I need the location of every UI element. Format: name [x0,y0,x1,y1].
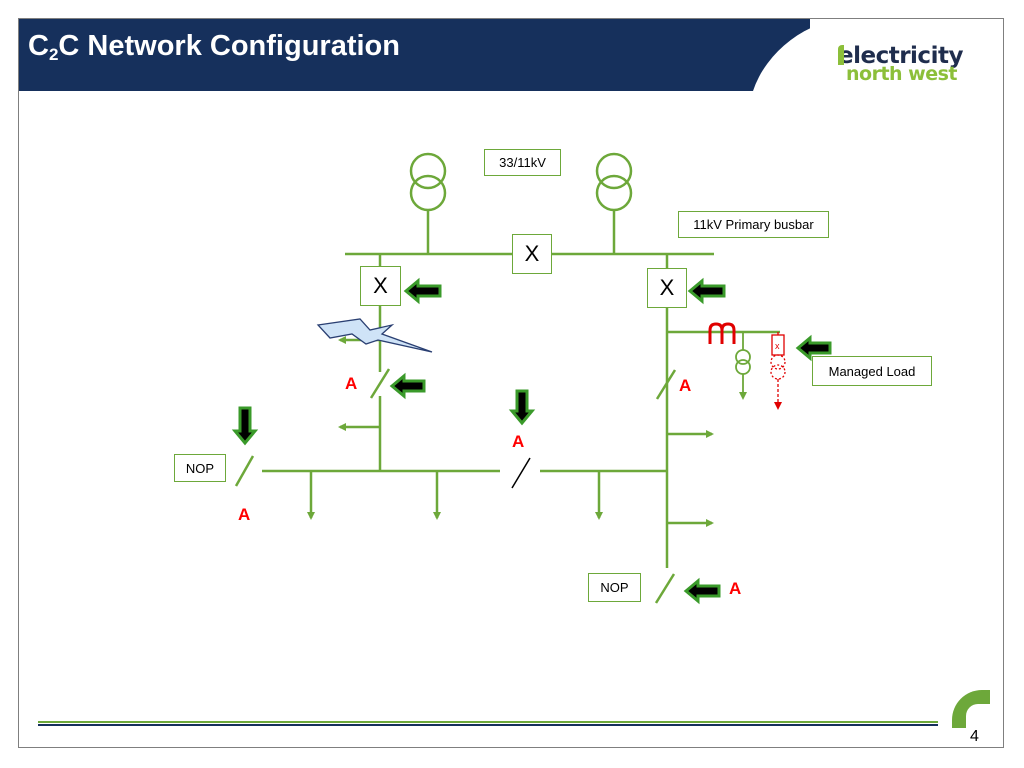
center-auto-switch [511,457,531,489]
right-feeder [665,308,780,568]
bottom-nop-switch [654,573,676,604]
interconnector [262,469,667,520]
page-number: 4 [970,728,979,745]
left-nop-arrow-icon [231,406,259,446]
transformer-left-icon [409,152,447,254]
coupling-icon [708,322,736,344]
logo-mark-icon [838,45,844,65]
managed-load-icon [770,332,786,410]
managed-load-label: Managed Load [812,356,932,386]
center-auto-label: A [512,432,525,451]
bottom-nop-label: NOP [588,573,641,602]
left-nop-label: NOP [174,454,226,482]
secondary-transformer-icon [735,332,751,400]
bottom-nop-auto-label: A [729,579,742,598]
left-feeder-auto-label: A [345,374,358,393]
left-breaker-arrow-icon [403,277,442,305]
managed-load-arrow-icon [795,334,832,362]
company-logo: electricity north west [838,43,998,85]
footer-rule-navy [38,724,938,726]
right-breaker-arrow-icon [687,277,726,305]
bottom-nop-arrow-icon [683,577,721,605]
left-feeder-breaker: X [360,266,401,306]
logo-line-1: electricity [838,43,963,69]
transformer-right-icon [595,152,633,254]
bus-section-breaker: X [512,234,552,274]
right-auto-switch [655,369,677,400]
page-title: C2C Network Configuration [28,30,400,64]
left-nop-switch [234,455,255,487]
footer-rule-green [38,721,938,723]
right-feeder-auto-label: A [679,376,692,395]
transformer-rating-label: 33/11kV [484,149,561,176]
center-switch-arrow-icon [508,389,536,426]
logo-line-2: north west [846,63,958,85]
managed-load-switch-x: x [775,341,780,351]
right-feeder-breaker: X [647,268,687,308]
left-auto-switch [369,368,391,399]
left-switch-arrow-icon [389,372,426,400]
busbar-label: 11kV Primary busbar [678,211,829,238]
left-nop-auto-label: A [238,505,251,524]
fault-lightning-icon [316,318,433,353]
